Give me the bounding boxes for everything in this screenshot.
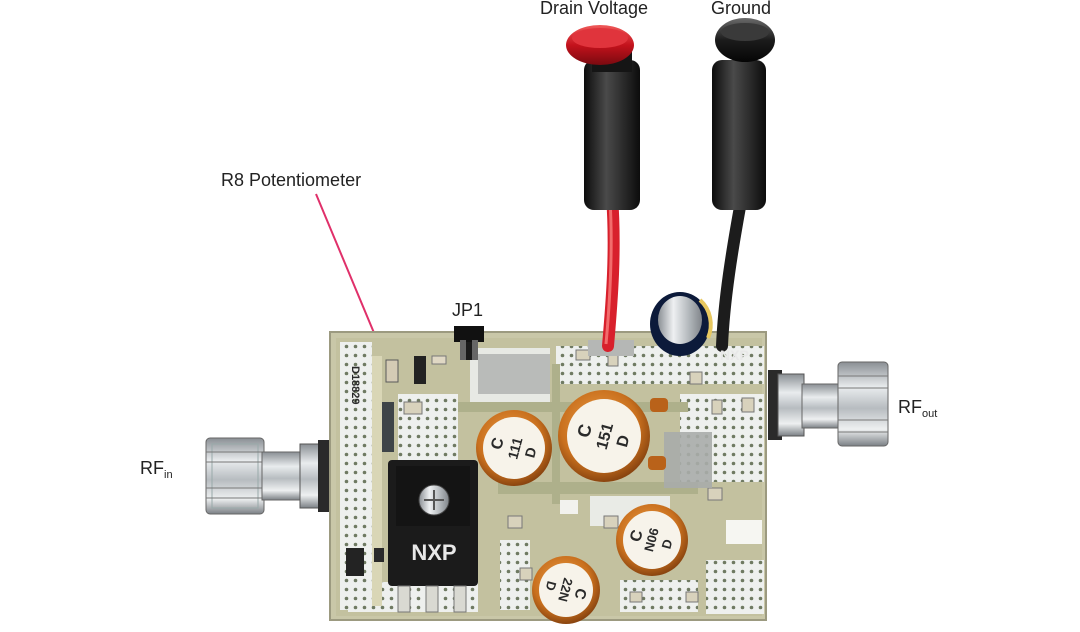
nxp-small-logo: NXP: [720, 347, 749, 363]
rf-in-connector: [205, 437, 332, 515]
r8-potentiometer-label: R8 Potentiometer: [221, 170, 362, 190]
rf-in-label: RFin: [140, 458, 173, 481]
inductor-1-line3: D: [521, 445, 539, 459]
inductor-c22nd: C 22N D: [532, 556, 600, 624]
inductor-2-line3: D: [614, 434, 633, 450]
drain-voltage-lead: [566, 25, 640, 352]
inductor-c151d: C 151 D: [558, 390, 668, 482]
jp1-label: JP1: [452, 300, 484, 320]
inductor-c111d: C 111 D: [476, 410, 552, 486]
inductor-4-line1: C: [570, 586, 589, 601]
inductor-2-line1: C: [573, 422, 596, 440]
inductor-4-line2: 22N: [555, 576, 576, 603]
pcb-id-text: D18829: [349, 366, 361, 405]
rf-out-connector: [768, 361, 889, 447]
rf-out-label: RFout: [898, 397, 937, 420]
rf-in-sub: in: [164, 469, 173, 481]
jp1-jumper: [454, 326, 484, 360]
rf-in-main: RF: [140, 458, 164, 478]
inductor-1-line1: C: [488, 436, 508, 452]
inductor-4-line3: D: [543, 580, 560, 593]
inductor-c90nd: C 90N D: [616, 504, 688, 576]
inductor-3-line2: 90N: [641, 526, 662, 553]
rf-out-main: RF: [898, 397, 922, 417]
inductor-1-line2: 111: [504, 435, 525, 460]
electrolytic-capacitor: [650, 292, 713, 356]
inductor-3-line3: D: [659, 538, 676, 551]
nxp-logo: NXP: [411, 540, 456, 565]
rf-out-sub: out: [922, 408, 938, 420]
ground-label: Ground: [711, 0, 772, 18]
inductor-2-line2: 151: [594, 421, 617, 451]
drain-voltage-label: Drain Voltage: [540, 0, 649, 18]
inductor-3-line1: C: [627, 528, 647, 544]
nxp-transistor: NXP: [388, 460, 478, 613]
ground-lead: [712, 18, 775, 352]
